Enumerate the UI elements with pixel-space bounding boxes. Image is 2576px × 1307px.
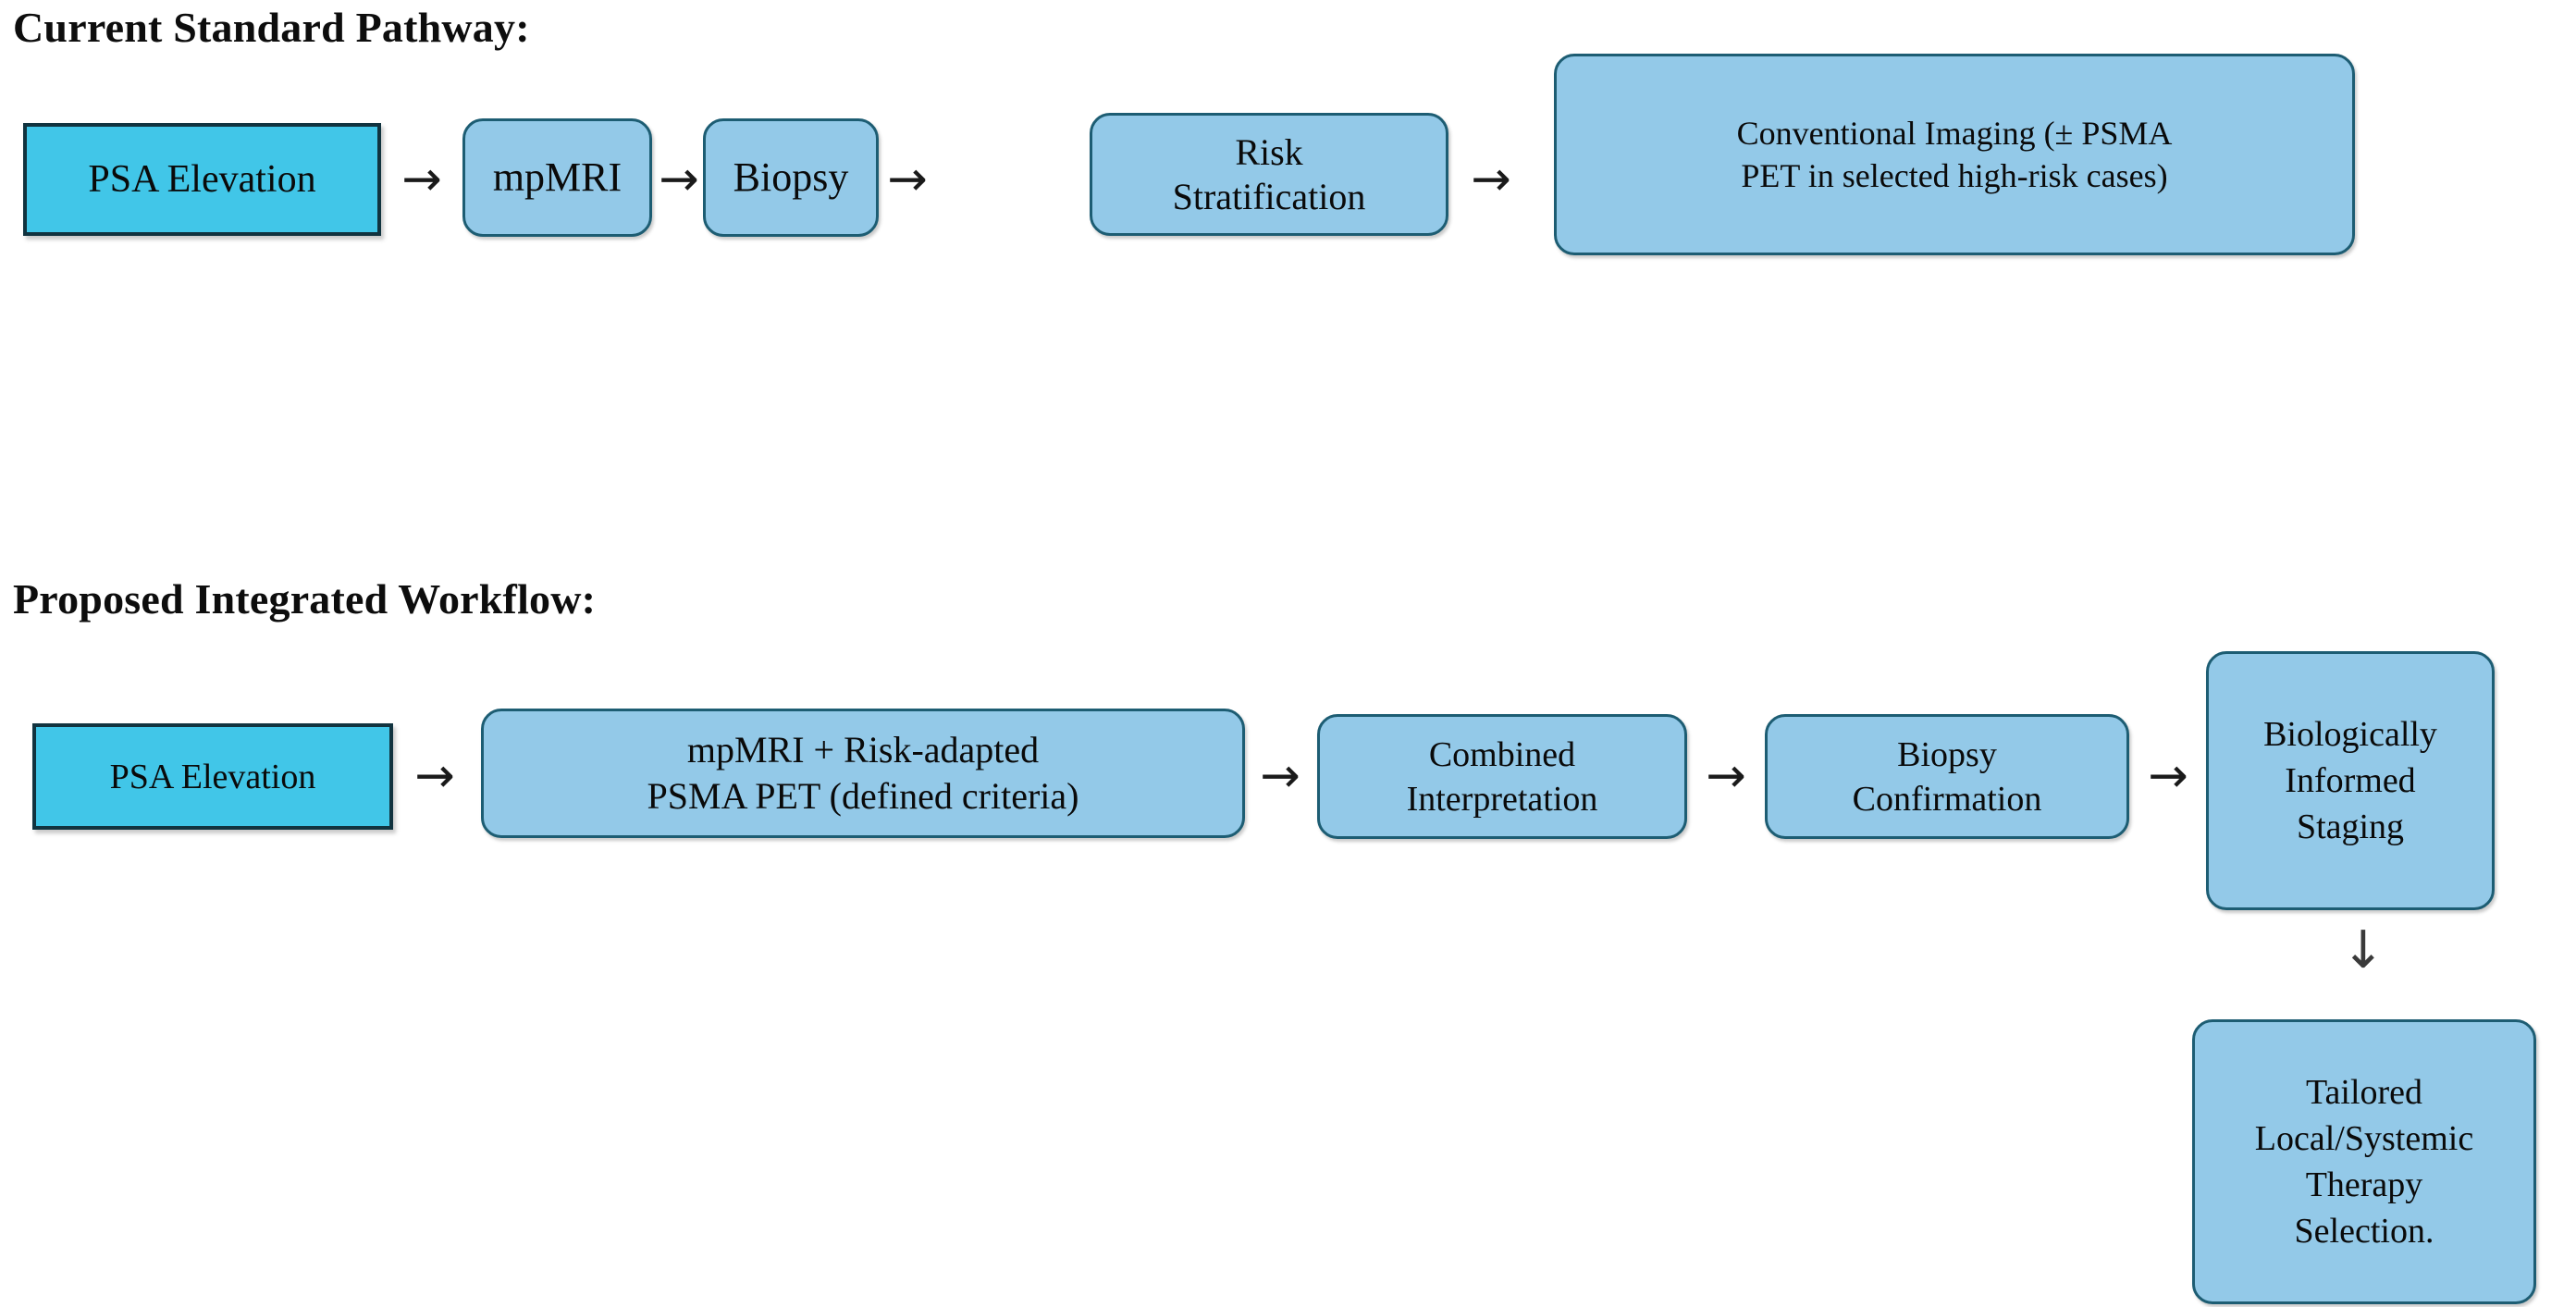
node-label: PSA Elevation xyxy=(109,757,316,796)
node-label: Tailored Local/Systemic Therapy Selectio… xyxy=(2254,1073,2474,1251)
node-label: Biologically Informed Staging xyxy=(2263,715,2437,846)
node-label: Biopsy Confirmation xyxy=(1852,734,2042,819)
node-proposed-combined-interpretation[interactable]: Combined Interpretation xyxy=(1317,714,1687,839)
node-current-biopsy[interactable]: Biopsy xyxy=(703,118,879,237)
node-proposed-psa-elevation[interactable]: PSA Elevation xyxy=(32,723,393,830)
node-label: PSA Elevation xyxy=(88,158,316,201)
arrow-right-icon-p2: → xyxy=(1260,748,1300,804)
node-current-psa-elevation[interactable]: PSA Elevation xyxy=(23,123,381,236)
arrow-right-icon-c4: → xyxy=(1471,152,1511,207)
arrow-down-icon-p5: ↓ xyxy=(2341,920,2385,980)
arrow-right-icon-p1: → xyxy=(414,748,455,804)
node-label: Conventional Imaging (± PSMA PET in sele… xyxy=(1736,115,2173,194)
node-proposed-mpmri-psma-pet[interactable]: mpMRI + Risk-adapted PSMA PET (defined c… xyxy=(481,709,1245,838)
node-current-risk-stratification[interactable]: Risk Stratification xyxy=(1090,113,1448,236)
node-proposed-biologically-informed-staging[interactable]: Biologically Informed Staging xyxy=(2206,651,2495,910)
node-label: mpMRI + Risk-adapted PSMA PET (defined c… xyxy=(647,729,1079,817)
node-label: Combined Interpretation xyxy=(1406,734,1598,819)
arrow-right-icon-c3: → xyxy=(887,152,928,207)
current-pathway-heading: Current Standard Pathway: xyxy=(13,4,530,51)
arrow-right-icon-p3: → xyxy=(1706,748,1746,804)
node-label: Biopsy xyxy=(733,154,849,200)
arrow-right-icon-c2: → xyxy=(659,152,699,207)
arrow-right-icon-p4: → xyxy=(2148,748,2188,804)
node-proposed-biopsy-confirmation[interactable]: Biopsy Confirmation xyxy=(1765,714,2129,839)
node-label: Risk Stratification xyxy=(1172,130,1366,217)
proposed-workflow-heading: Proposed Integrated Workflow: xyxy=(13,575,597,623)
node-current-conventional-imaging[interactable]: Conventional Imaging (± PSMA PET in sele… xyxy=(1554,54,2355,255)
arrow-right-icon-c1: → xyxy=(401,152,442,207)
node-current-mpmri[interactable]: mpMRI xyxy=(462,118,652,237)
node-proposed-tailored-therapy-selection[interactable]: Tailored Local/Systemic Therapy Selectio… xyxy=(2192,1019,2536,1304)
node-label: mpMRI xyxy=(492,154,622,200)
